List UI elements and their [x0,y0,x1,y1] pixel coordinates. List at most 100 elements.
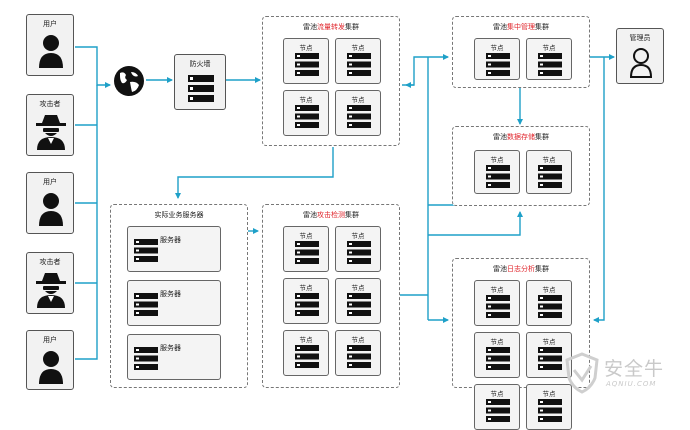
globe-icon [114,66,144,96]
node-label: 节点 [490,44,504,52]
user-icon [39,193,63,226]
admin-label: 管理员 [629,34,651,42]
admin-user-icon [629,48,653,78]
business-title: 实际业务服务器 [154,211,204,219]
cluster-node[interactable]: 节点 [335,278,381,324]
actor-user-2[interactable]: 用户 [26,172,74,234]
forward-management-link [402,56,428,86]
shield-icon [565,352,599,394]
trunk-to-storage-a [428,211,523,236]
server-icon [538,165,562,188]
actor-label: 攻击者 [39,258,61,266]
firewall-label: 防火墙 [189,60,211,68]
node-label: 节点 [299,44,313,52]
server-icon [295,105,319,128]
user-icon [39,35,63,68]
business-server[interactable]: 服务器 [127,226,221,272]
cluster-node[interactable]: 节点 [335,38,381,84]
cluster-node[interactable]: 节点 [283,90,329,136]
cluster-title: 雷池流量转发集群 [303,23,359,31]
node-label: 节点 [542,390,556,398]
cluster-node[interactable]: 节点 [526,150,572,194]
actor-user-1[interactable]: 用户 [26,14,74,76]
node-label: 节点 [490,286,504,294]
actor-label: 用户 [43,20,57,28]
node-label: 节点 [299,232,313,240]
server-label: 服务器 [160,290,181,298]
forward-to-business [175,147,334,199]
server-icon [486,165,510,188]
cluster-title: 雷池攻击检测集群 [303,211,359,219]
cluster-node[interactable]: 节点 [283,226,329,272]
business-server[interactable]: 服务器 [127,280,221,326]
node-label: 节点 [490,338,504,346]
node-label: 节点 [542,156,556,164]
server-icon [295,345,319,368]
server-icon [347,241,371,264]
watermark-text: 安全牛 [604,358,665,380]
node-label: 节点 [351,232,365,240]
server-icon [295,293,319,316]
watermark: 安全牛 AQNIU.COM [560,350,685,398]
cluster-node[interactable]: 节点 [283,278,329,324]
firewall[interactable]: 防火墙 [174,54,226,110]
server-icon [486,53,510,76]
server-icon [295,241,319,264]
cluster-node[interactable]: 节点 [283,330,329,376]
server-icon [188,75,214,102]
actor-label: 用户 [43,336,57,344]
node-label: 节点 [542,338,556,346]
cluster-node[interactable]: 节点 [335,90,381,136]
node-label: 节点 [542,44,556,52]
attacker-icon [36,115,66,150]
admin[interactable]: 管理员 [616,28,664,84]
actor-attacker-2[interactable]: 攻击者 [26,252,74,314]
server-icon [347,345,371,368]
cluster-node[interactable]: 节点 [474,280,520,326]
watermark-sub: AQNIU.COM [606,380,657,388]
architecture-diagram: 用户 攻击者 用户 攻击者 [26,14,685,430]
actor-5-link [75,85,98,360]
cluster-node[interactable]: 节点 [335,226,381,272]
server-icon [486,347,510,370]
node-label: 节点 [351,284,365,292]
cluster-node[interactable]: 节点 [283,38,329,84]
cluster-node[interactable]: 节点 [474,384,520,430]
server-label: 服务器 [160,236,181,244]
cluster-node[interactable]: 节点 [526,280,572,326]
actor-attacker-1[interactable]: 攻击者 [26,94,74,156]
server-icon [295,53,319,76]
server-icon [134,239,158,262]
cluster-node[interactable]: 节点 [474,38,520,80]
actor-user-3[interactable]: 用户 [26,330,74,390]
cluster-title: 雷池集中管理集群 [493,23,549,31]
node-label: 节点 [490,156,504,164]
attacker-icon [36,273,66,308]
server-icon [347,105,371,128]
cluster-node[interactable]: 节点 [526,332,572,378]
cluster-title: 雷池数据存储集群 [493,133,549,141]
node-label: 节点 [542,286,556,294]
node-label: 节点 [299,336,313,344]
node-label: 节点 [351,44,365,52]
user-icon [39,351,63,384]
node-label: 节点 [299,96,313,104]
server-icon [134,347,158,370]
actor-1-link [75,46,111,88]
server-icon [347,293,371,316]
cluster-node[interactable]: 节点 [474,332,520,378]
server-icon [538,53,562,76]
node-label: 节点 [351,336,365,344]
actor-label: 攻击者 [39,100,61,108]
server-icon [538,295,562,318]
cluster-node[interactable]: 节点 [526,38,572,80]
cluster-node[interactable]: 节点 [474,150,520,194]
server-icon [486,295,510,318]
node-label: 节点 [299,284,313,292]
server-label: 服务器 [160,344,181,352]
cluster-node[interactable]: 节点 [335,330,381,376]
server-icon [486,399,510,422]
business-server[interactable]: 服务器 [127,334,221,380]
server-icon [538,347,562,370]
admin-to-log [593,57,605,323]
